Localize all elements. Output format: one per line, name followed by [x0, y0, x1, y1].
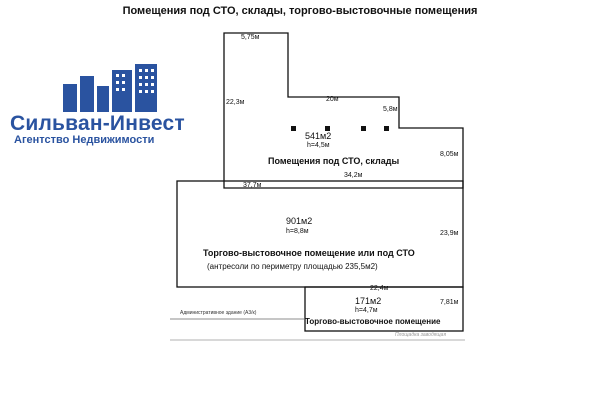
- middle-mezzanine-note: (антресоли по периметру площадью 235,5м2…: [207, 262, 378, 271]
- dim-upper-left: 22,3м: [226, 99, 245, 106]
- lower-room-label: Торгово-выстовочное помещение: [305, 317, 441, 326]
- logo-buildings-icon: [63, 64, 157, 112]
- dim-lower-top: 22,4м: [370, 285, 389, 292]
- dim-upper-right: 8,05м: [440, 151, 459, 158]
- admin-building-label: Административное здание (А3/к): [180, 310, 257, 316]
- middle-room-label: Торгово-выстовочное помещение или под СТ…: [203, 248, 415, 258]
- column: [361, 126, 366, 131]
- column: [325, 126, 330, 131]
- dim-lower-right: 7,81м: [440, 299, 459, 306]
- lower-room-outline: [304, 286, 464, 332]
- lower-area: 171м2: [355, 296, 382, 306]
- middle-height: h=8,8м: [286, 228, 309, 235]
- middle-room-outline: [176, 180, 464, 288]
- upper-area: 541м2: [305, 131, 332, 141]
- dim-upper-right-step: 5,8м: [383, 106, 398, 113]
- middle-area: 901м2: [286, 216, 313, 226]
- logo-name: Сильван-Инвест: [10, 112, 185, 135]
- column: [384, 126, 389, 131]
- dim-upper-bottom: 34,2м: [344, 172, 363, 179]
- logo-tagline: Агентство Недвижимости: [14, 134, 155, 146]
- upper-height: h=4,5м: [307, 142, 330, 149]
- page-title: Помещения под СТО, склады, торгово-высто…: [122, 5, 478, 17]
- upper-room-label: Помещения под СТО, склады: [268, 156, 400, 166]
- upper-room-outline: [223, 32, 464, 189]
- bottom-note: Площадка заводящая: [395, 332, 447, 338]
- dim-upper-top: 5,75м: [241, 34, 260, 41]
- lower-height: h=4,7м: [355, 307, 378, 314]
- dim-middle-right: 23,9м: [440, 230, 459, 237]
- dim-middle-top: 37,7м: [243, 182, 262, 189]
- column: [291, 126, 296, 131]
- dim-upper-mid-top: 20м: [326, 96, 339, 103]
